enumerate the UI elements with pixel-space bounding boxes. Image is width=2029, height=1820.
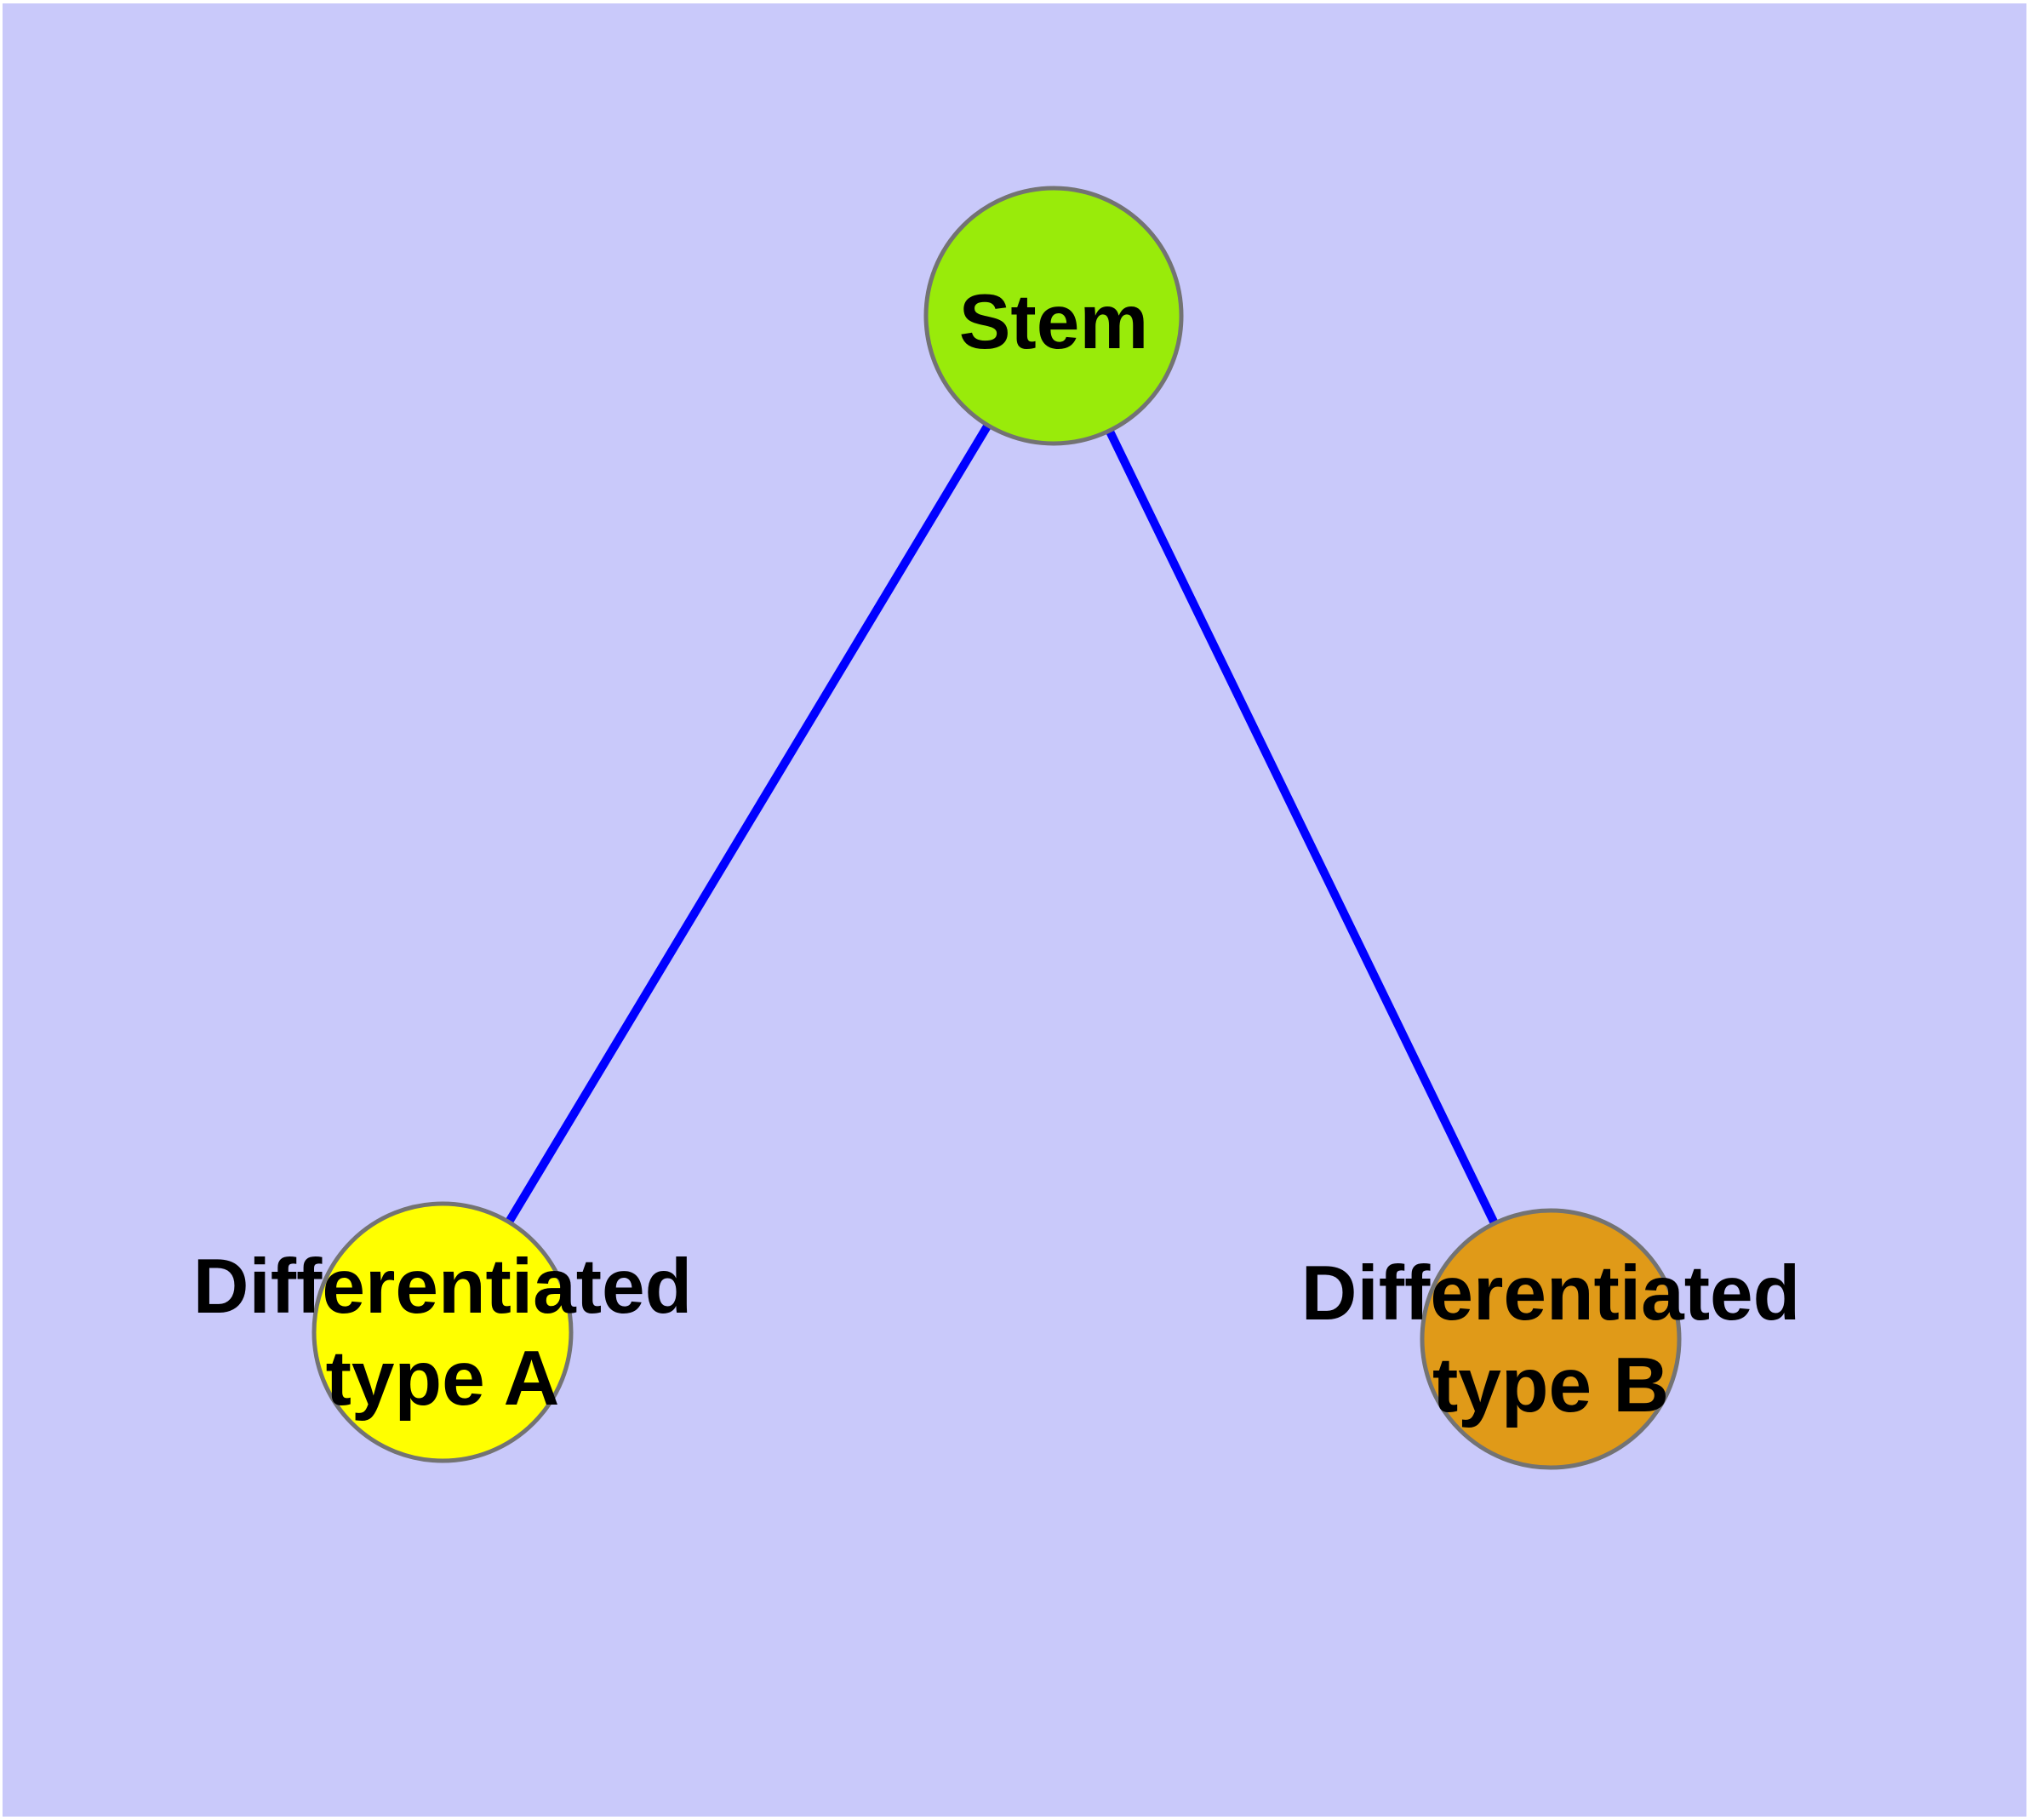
node-type-b-label-line1: Differentiated — [1301, 1251, 1801, 1336]
node-differentiated-type-a — [311, 1201, 574, 1463]
node-stem — [923, 186, 1184, 446]
node-type-b-label-line2: type B — [1432, 1342, 1669, 1428]
edge-stem-to-type-b — [1049, 313, 1555, 1342]
node-group — [311, 186, 1682, 1470]
node-stem-label: Stem — [959, 279, 1149, 365]
node-differentiated-type-b — [1420, 1208, 1682, 1470]
label-group: Stem Differentiated type A Differentiate… — [193, 279, 1801, 1428]
edge-stem-to-type-a — [438, 313, 1058, 1335]
node-type-a-label-line1: Differentiated — [193, 1244, 693, 1330]
node-type-a-label-line2: type A — [326, 1336, 560, 1422]
edge-group — [438, 313, 1555, 1342]
